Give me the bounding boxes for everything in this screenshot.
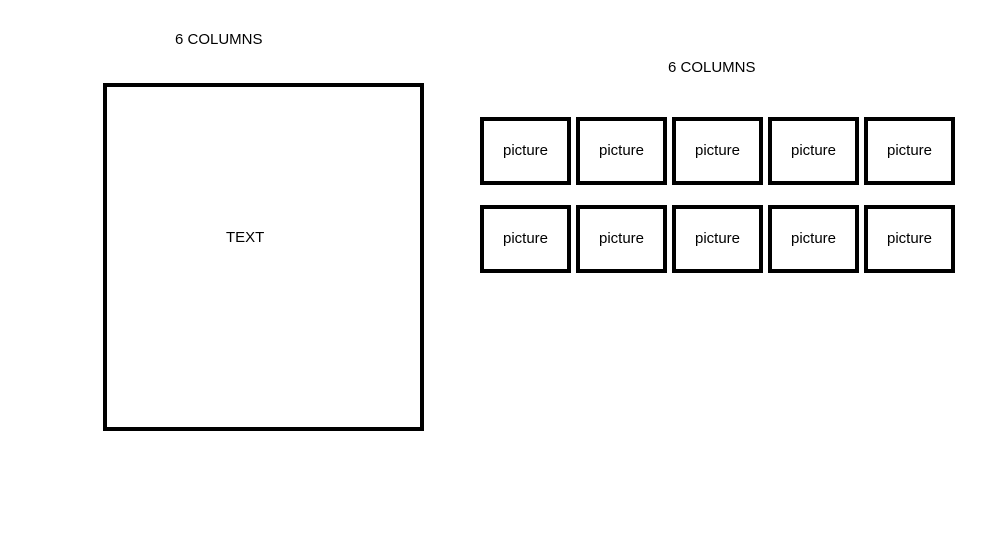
picture-box-label: picture <box>598 142 645 159</box>
picture-box: picture <box>672 205 763 273</box>
picture-box-label: picture <box>598 230 645 247</box>
picture-row-2: picture picture picture picture picture <box>480 205 965 273</box>
right-column-heading: 6 COLUMNS <box>668 59 756 76</box>
picture-box: picture <box>768 205 859 273</box>
left-column-heading: 6 COLUMNS <box>175 31 263 48</box>
text-box: TEXT <box>103 83 424 431</box>
picture-box-label: picture <box>790 142 837 159</box>
picture-box: picture <box>864 205 955 273</box>
picture-box-label: picture <box>790 230 837 247</box>
picture-box-label: picture <box>502 230 549 247</box>
picture-box: picture <box>480 117 571 185</box>
picture-box-label: picture <box>694 230 741 247</box>
picture-box-label: picture <box>502 142 549 159</box>
picture-box: picture <box>768 117 859 185</box>
picture-box: picture <box>672 117 763 185</box>
picture-grid: picture picture picture picture picture … <box>480 117 965 273</box>
picture-box-label: picture <box>694 142 741 159</box>
picture-box-label: picture <box>886 142 933 159</box>
picture-row-1: picture picture picture picture picture <box>480 117 965 185</box>
picture-box: picture <box>576 205 667 273</box>
picture-box-label: picture <box>886 230 933 247</box>
picture-box: picture <box>480 205 571 273</box>
picture-box: picture <box>864 117 955 185</box>
picture-box: picture <box>576 117 667 185</box>
text-box-label: TEXT <box>226 229 265 246</box>
